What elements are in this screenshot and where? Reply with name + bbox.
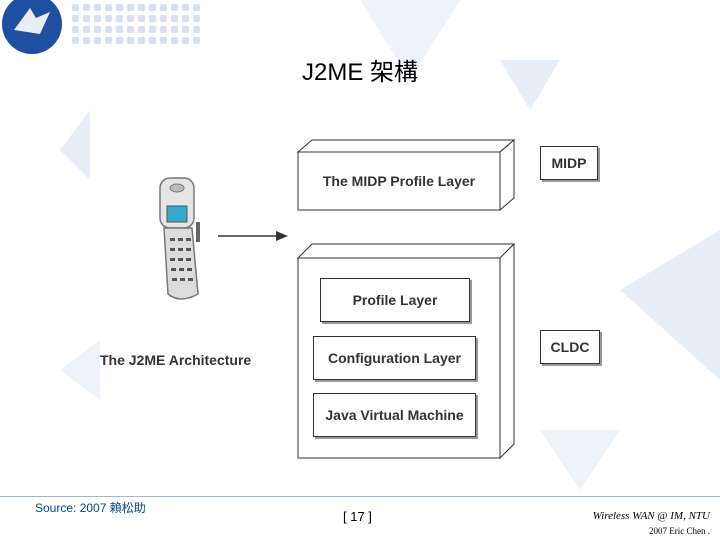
footer-divider bbox=[0, 496, 720, 497]
slide-title: J2ME 架構 bbox=[301, 59, 418, 86]
configuration-layer: Configuration Layer bbox=[313, 336, 476, 380]
course-label: Wireless WAN @ IM, NTU bbox=[592, 510, 710, 522]
page-number: [ 17 ] bbox=[343, 509, 372, 524]
copyright-label: 2007 Eric Chen . bbox=[649, 526, 710, 536]
midp-profile-layer: The MIDP Profile Layer bbox=[322, 173, 476, 189]
mobile-phone-icon bbox=[159, 177, 200, 300]
source-credit: Source: 2007 賴松助 bbox=[35, 501, 146, 515]
cldc-tag: CLDC bbox=[540, 330, 600, 364]
architecture-caption: The J2ME Architecture bbox=[100, 352, 252, 368]
java-virtual-machine-layer: Java Virtual Machine bbox=[313, 393, 476, 437]
midp-tag: MIDP bbox=[540, 146, 598, 180]
arrow-right-icon bbox=[218, 231, 288, 241]
profile-layer: Profile Layer bbox=[320, 278, 470, 322]
